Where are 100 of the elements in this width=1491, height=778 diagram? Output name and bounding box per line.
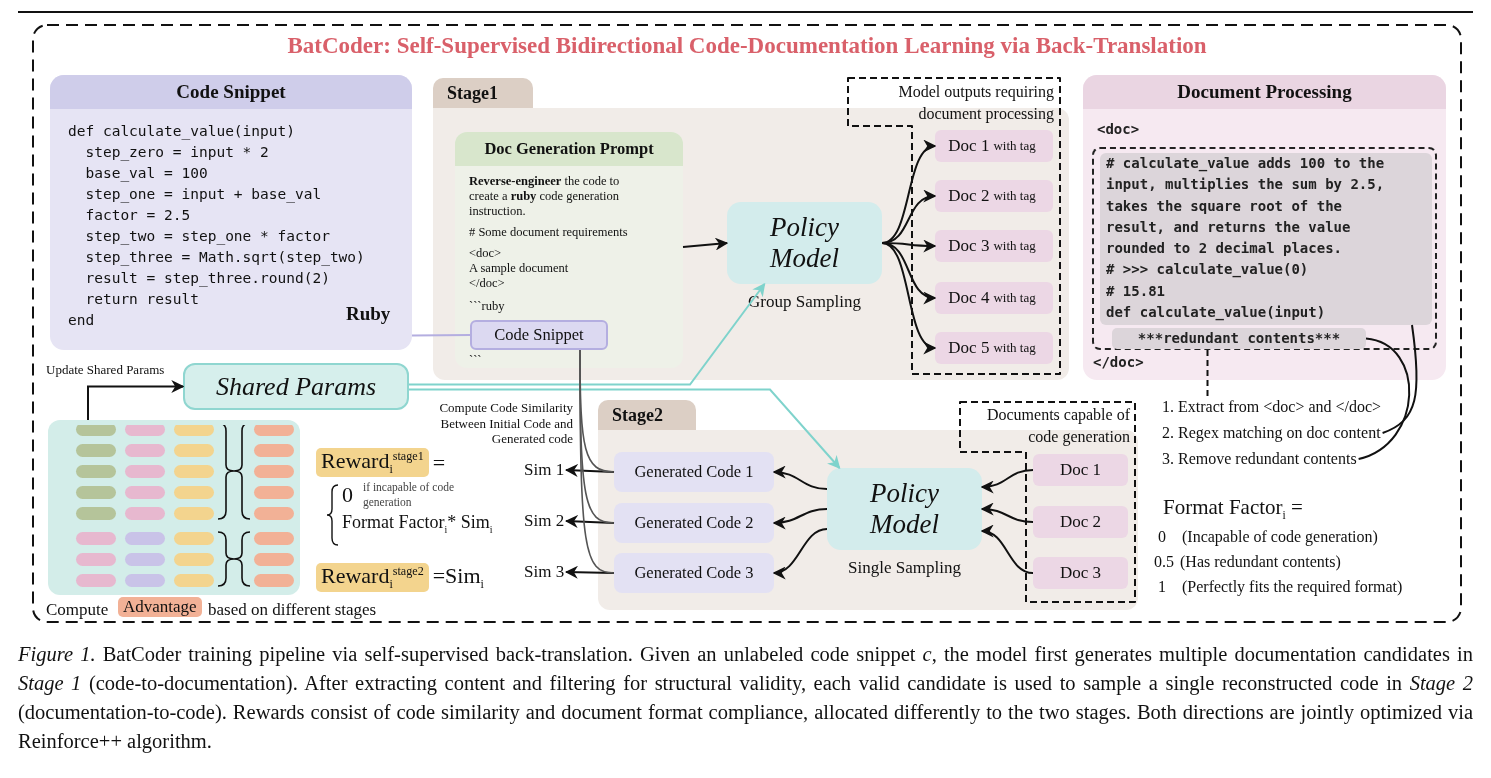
code-box [614, 553, 774, 593]
factor-value: 1 [1158, 578, 1166, 596]
doc-label: Doc 5 [948, 338, 990, 358]
tag-note: with tag [993, 340, 1036, 356]
arrow [682, 237, 729, 251]
code-line: step_two = step_one * factor [84, 227, 330, 247]
sampling-caption: Single Sampling [847, 558, 962, 578]
panel-title: Code Snippet [50, 75, 412, 109]
code-panel [50, 75, 412, 350]
box-label: Doc 1 [1058, 459, 1103, 481]
params-label: Shared Params [214, 370, 378, 403]
doc-box [1033, 454, 1128, 486]
doc-box [935, 332, 1053, 364]
stage-tab: Stage1 [433, 78, 533, 108]
factor-value: 0 [1158, 528, 1166, 546]
panel-title: Doc Generation Prompt [455, 132, 683, 166]
tag-note: with tag [993, 290, 1036, 306]
condition-note: if incapable of code generation [363, 480, 455, 510]
tag-note: with tag [993, 238, 1036, 254]
advantage-tag: Advantage [118, 597, 202, 617]
doc-box [935, 130, 1053, 162]
box-label: Doc 3 [1058, 562, 1103, 584]
code-line: # >>> calculate_value(0) [1106, 260, 1310, 280]
doc-label: Doc 1 [948, 136, 990, 156]
caption-text: Compute [46, 600, 109, 620]
connector-line [1381, 324, 1418, 434]
box-label: Generated Code 3 [633, 562, 755, 584]
arrow [772, 528, 828, 578]
group-label: Documents capable of code generation [985, 405, 1130, 448]
code-line: result = step_three.round(2) [84, 269, 330, 289]
arrow [980, 526, 1034, 574]
figure-caption: Figure 1. BatCoder training pipeline via self-supervised back-translation. Given an unlabeled code snippet c, the model first generates multiple documentation candidates in Stage 1 (code-to-documentation). After extracting content and filtering for structural validity, each valid candidate is used to sample a single reconstructed code in Stage 2 (documentation-to-code). Rewards consist of code similarity and document format compliance, allocated differently to the two stages. Both directions are jointly optimized via Reinforce++ algorithm. [18, 642, 1473, 755]
arrow [772, 508, 828, 529]
prompt-text: # Some document requirements [469, 225, 628, 240]
doc-box [1033, 557, 1128, 589]
code-line: step_one = input + base_val [84, 185, 322, 205]
code-line: factor = 2.5 [84, 206, 191, 225]
snippet-box [470, 320, 608, 350]
code-line: # 15.81 [1106, 281, 1166, 301]
formula-text: Format Factor$_{i}$ = [1163, 495, 1303, 522]
language-label: Ruby [346, 303, 391, 325]
tag-label: ***redundant contents*** [1136, 328, 1342, 348]
doc-box [935, 230, 1053, 262]
factor-value: 0.5 [1154, 553, 1174, 571]
model-label: Policy Model [768, 211, 840, 275]
arrow [87, 380, 185, 421]
doc-box [935, 282, 1053, 314]
stage-tab: Stage2 [598, 400, 696, 430]
doc-label: Doc 2 [948, 186, 990, 206]
formula-text: Format Factor$_{i}$* Sim$_{i}$ [342, 512, 493, 535]
note-text: Compute Code Similarity Between Initial Code and Generated code [438, 400, 573, 447]
doc-block [1100, 153, 1432, 325]
code-line: def calculate_value(input) [1106, 303, 1327, 323]
box-label: Code Snippet [493, 324, 585, 346]
factor-note: (Has redundant contents) [1180, 553, 1341, 571]
doc-box [935, 180, 1053, 212]
prompt-text: </doc> [469, 276, 505, 291]
arrow [980, 469, 1034, 493]
code-box [614, 503, 774, 543]
arrow [408, 282, 766, 386]
panel-title: Document Processing [1083, 75, 1446, 109]
code-line: step_three = Math.sqrt(step_two) [84, 248, 365, 268]
code-line: end [68, 311, 95, 330]
step-text: 3. Remove redundant contents [1160, 450, 1359, 468]
box-label: Generated Code 2 [633, 512, 755, 534]
equals-sign: = [432, 449, 446, 476]
connector-line [1357, 337, 1411, 460]
model-label: Policy Model [868, 477, 940, 541]
prompt-text: A sample document [469, 261, 569, 276]
similarity-label: Sim 3 [522, 562, 567, 582]
code-line: </doc> [1093, 353, 1144, 372]
connector-line [1206, 349, 1209, 399]
arrow [408, 388, 841, 469]
step-text: 1. Extract from <doc> and </doc> [1160, 398, 1384, 416]
redundant-tag [1112, 328, 1366, 349]
factor-note: (Incapable of code generation) [1182, 528, 1378, 546]
similarity-label: Sim 1 [522, 460, 567, 480]
arrow [980, 503, 1034, 523]
factor-note: (Perfectly fits the required format) [1182, 578, 1403, 596]
similarity-label: Sim 2 [522, 511, 567, 531]
prompt-text: ``` [469, 353, 482, 368]
prompt-text: <doc> [469, 246, 502, 261]
tag-note: with tag [993, 138, 1036, 154]
code-line: step_zero = input * 2 [84, 143, 269, 163]
box-label: Doc 2 [1058, 511, 1103, 533]
prompt-text: Reverse-engineer the code to create a ruby code generation instruction. [469, 174, 621, 219]
doc-label: Doc 4 [948, 288, 990, 308]
formula-text: 0 [342, 482, 353, 508]
dashed-region [1092, 147, 1437, 350]
connector-line [411, 334, 471, 337]
sampling-caption: Group Sampling [747, 292, 862, 312]
prompt-card [455, 132, 683, 368]
doc-panel [1083, 75, 1446, 380]
doc-label: Doc 3 [948, 236, 990, 256]
diagram-title: BatCoder: Self-Supervised Bidirectional Code-Documentation Learning via Back-Translation [286, 33, 1208, 59]
params-box [183, 363, 409, 410]
code-line: <doc> [1097, 120, 1140, 139]
code-line: def calculate_value(input) [68, 122, 295, 142]
step-text: 2. Regex matching on doc content [1160, 424, 1383, 442]
box-label: Generated Code 1 [633, 461, 755, 483]
